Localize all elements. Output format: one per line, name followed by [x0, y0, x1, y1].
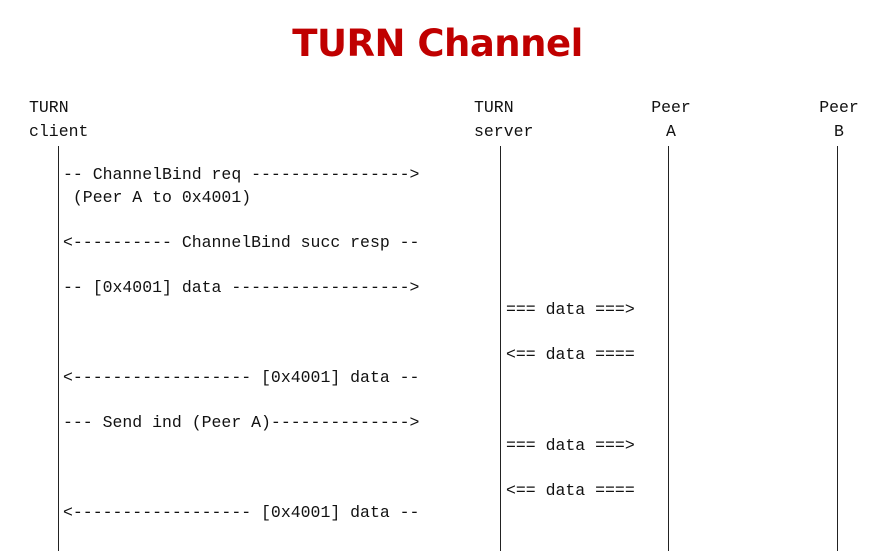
participant-turn-client: TURN client [29, 96, 88, 144]
lifeline-turn-server [500, 146, 501, 551]
participant-label-line1: TURN [29, 98, 69, 117]
page-title: TURN Channel [292, 22, 583, 65]
participant-label-line1: Peer [819, 98, 859, 117]
message-channelbind-succ-resp: <---------- ChannelBind succ resp -- [63, 233, 420, 252]
message-channel-data-to-client: <------------------ [0x4001] data -- [63, 503, 420, 522]
message-data-to-peer-a: === data ===> [506, 300, 635, 319]
message-send-ind: --- Send ind (Peer A)--------------> [63, 413, 420, 432]
message-channel-data-to-client: <------------------ [0x4001] data -- [63, 368, 420, 387]
participant-label-line1: Peer [651, 98, 691, 117]
message-data-from-peer-a: <== data ==== [506, 345, 635, 364]
participant-turn-server: TURN server [474, 96, 533, 144]
participant-label-line1: TURN [474, 98, 514, 117]
lifeline-turn-client [58, 146, 59, 551]
lifeline-peer-b [837, 146, 838, 551]
message-channelbind-req-detail: (Peer A to 0x4001) [63, 188, 252, 207]
message-channel-data-to-server: -- [0x4001] data ------------------> [63, 278, 420, 297]
message-data-from-peer-a: <== data ==== [506, 481, 635, 500]
participant-label-line2: B [834, 122, 844, 141]
participant-label-line2: server [474, 122, 534, 141]
message-data-to-peer-a: === data ===> [506, 436, 635, 455]
participant-label-line2: A [666, 122, 676, 141]
participant-label-line2: client [29, 122, 89, 141]
message-channelbind-req: -- ChannelBind req ----------------> [63, 165, 420, 184]
lifeline-peer-a [668, 146, 669, 551]
